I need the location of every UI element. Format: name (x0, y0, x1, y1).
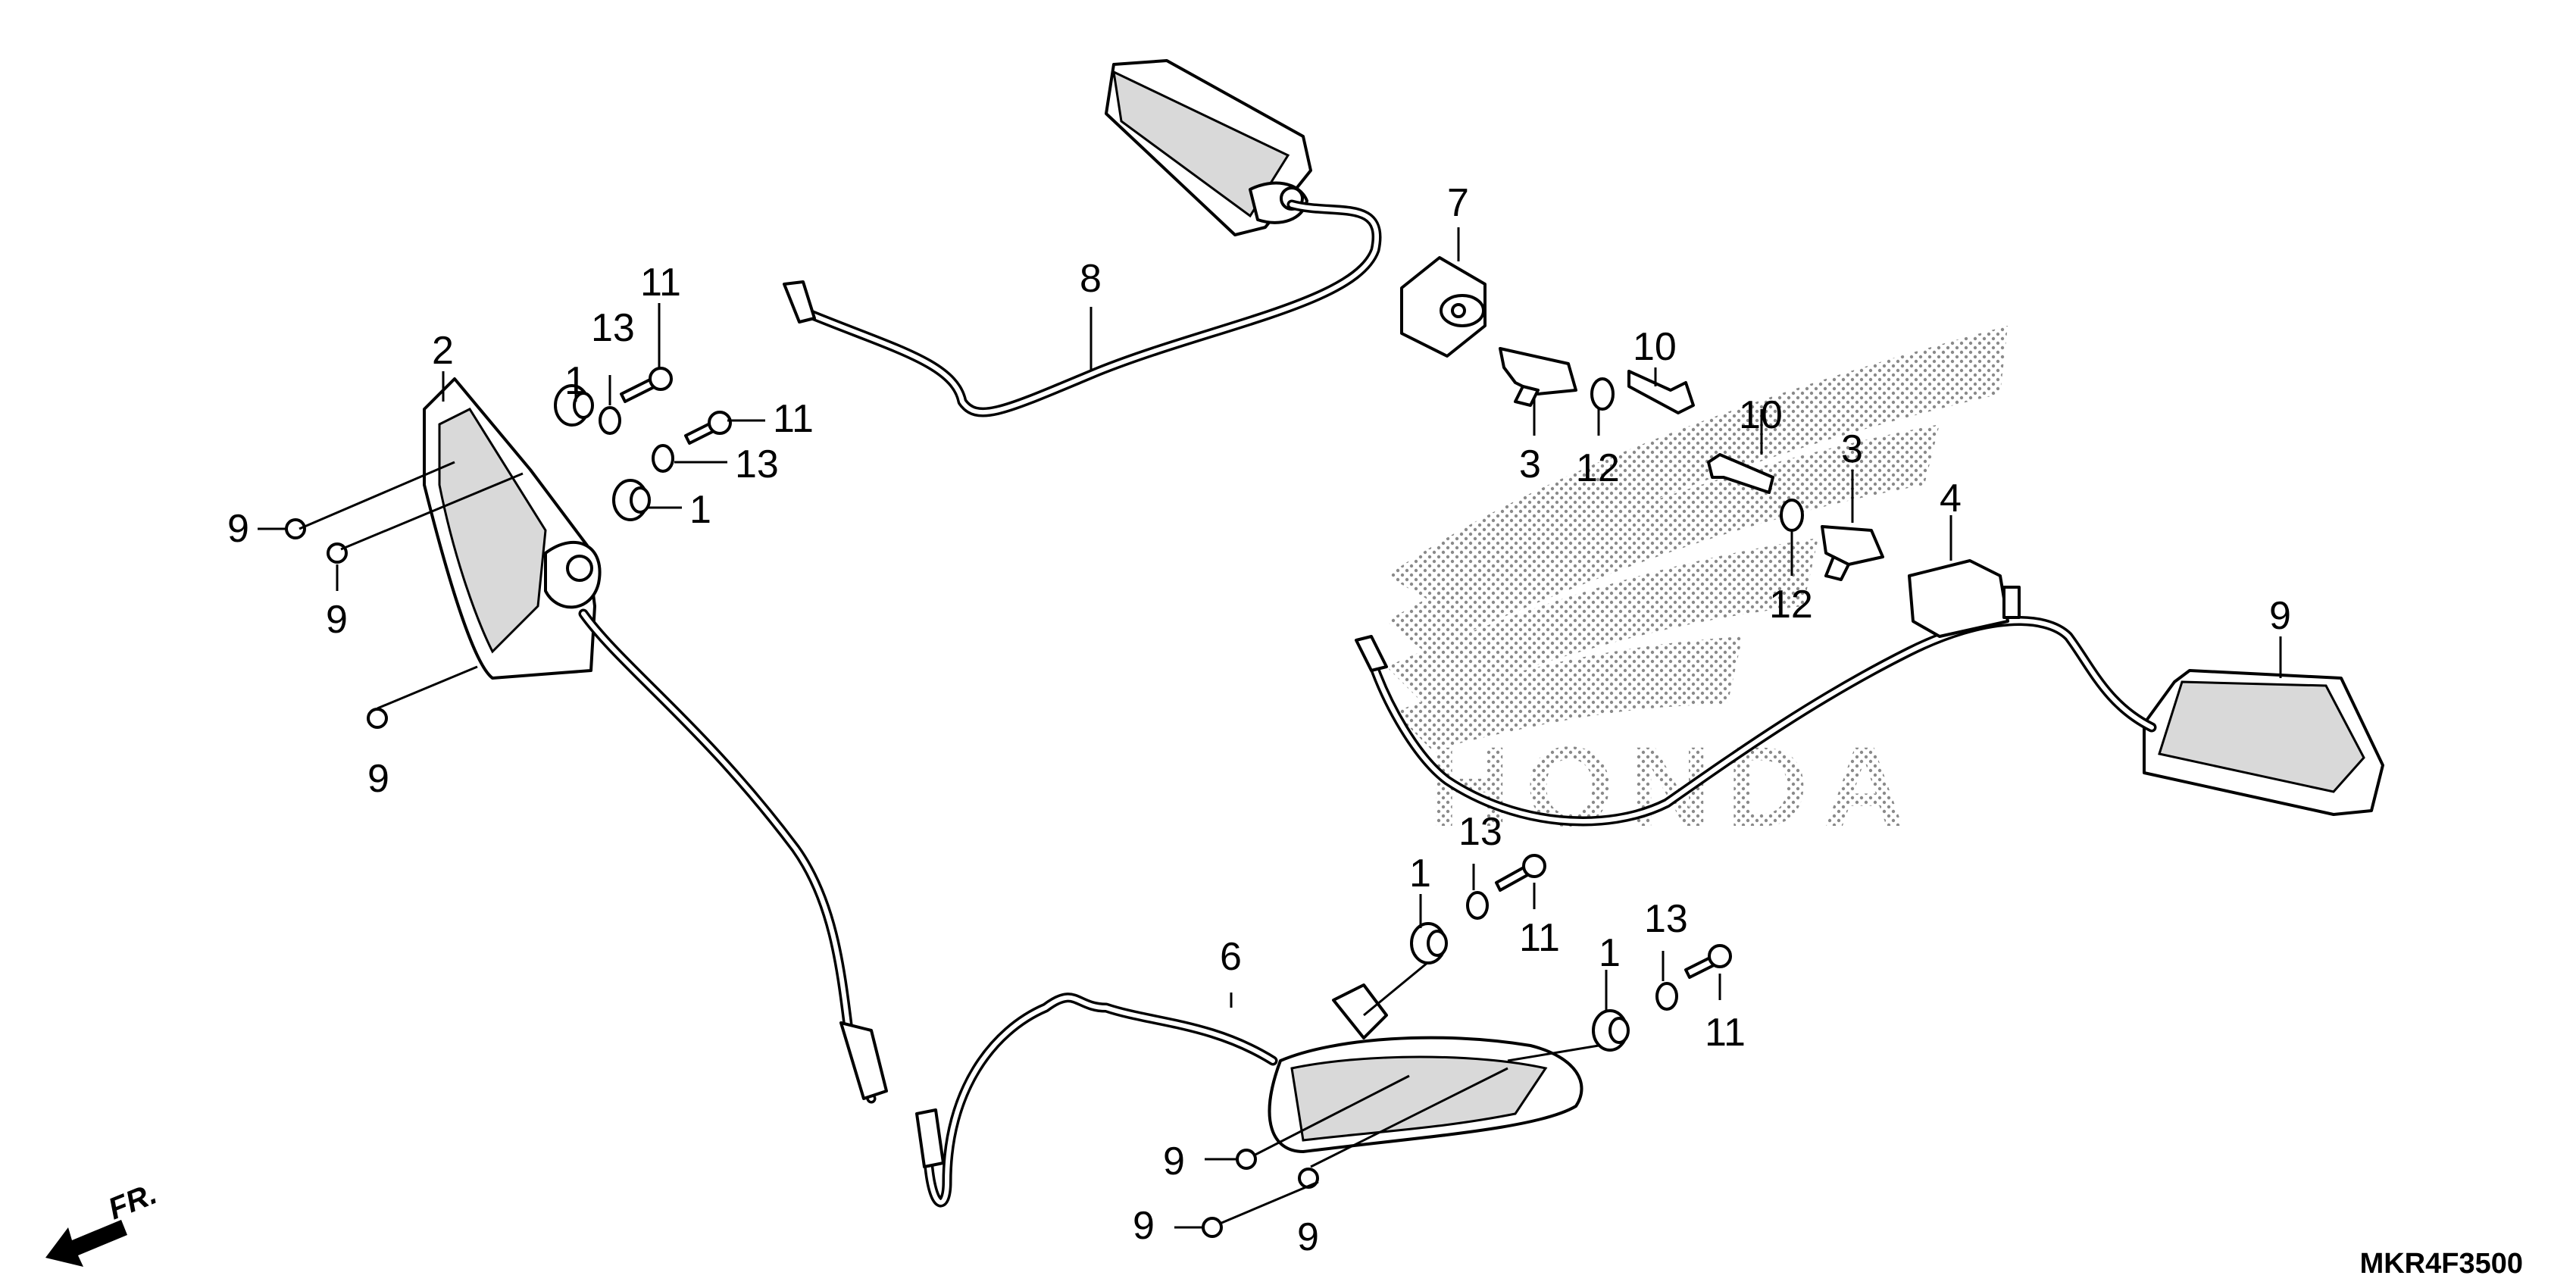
callout-1-c: 1 (1409, 852, 1431, 896)
part-11-screw-d-head (1708, 944, 1732, 968)
part-3-bracket-lower[interactable] (1821, 525, 1884, 581)
leader-lines (258, 227, 2282, 1229)
part-8-turn-signal-right[interactable] (1355, 616, 2384, 827)
callout-12-upper: 12 (1576, 446, 1620, 490)
callout-13-c: 13 (1458, 810, 1502, 854)
callout-1-b: 1 (689, 488, 711, 532)
callout-11-d: 11 (1705, 1011, 1746, 1055)
watermark-text: HONDA (1428, 723, 1921, 850)
callout-12-lower: 12 (1769, 583, 1813, 627)
part-6-grommet[interactable] (1400, 256, 1487, 358)
diagram-code: MKR4F3500 (2360, 1248, 2523, 1280)
callout-9-f: 9 (1297, 1215, 1319, 1259)
callout-1-d: 1 (1599, 931, 1621, 975)
part-11-screw-b-head (708, 411, 732, 435)
callout-3-upper: 3 (1519, 442, 1541, 486)
front-arrow-icon (45, 1220, 127, 1267)
part-2-lamp-housing[interactable] (423, 377, 888, 1104)
part-7-turn-signal-left[interactable] (783, 59, 1382, 417)
part-1-rubber-a-hole (573, 392, 594, 419)
hardware-group (285, 367, 1732, 1238)
part-9-nut-c[interactable] (367, 708, 388, 729)
part-9-nut-e[interactable] (1202, 1217, 1223, 1238)
callout-13-a: 13 (591, 306, 635, 350)
part-12-washer-upper[interactable] (1590, 377, 1615, 411)
callout-11-b: 11 (773, 397, 814, 441)
callout-10-lower: 10 (1739, 393, 1783, 437)
front-label: FR. (104, 1177, 161, 1226)
part-9-nut-d[interactable] (1236, 1149, 1257, 1170)
part-11-screw-a-head (649, 367, 673, 391)
callout-9-a: 9 (227, 507, 249, 551)
part-9-nut-b[interactable] (327, 542, 348, 564)
honda-wing-watermark: HONDA (1386, 326, 2008, 850)
callout-11-c: 11 (1519, 916, 1560, 960)
part-13-washer-c[interactable] (1466, 891, 1489, 920)
part-10-bolt-upper[interactable] (1627, 370, 1695, 414)
front-direction-indicator: FR. (45, 1177, 161, 1267)
callout-6: 7 (1447, 181, 1469, 225)
callout-3-lower: 3 (1841, 427, 1863, 471)
callout-13-b: 13 (735, 442, 779, 486)
callout-5: 6 (1220, 935, 1242, 979)
callout-4: 4 (1940, 477, 1962, 521)
callout-9-e: 9 (1133, 1204, 1155, 1248)
part-10-bolt-lower[interactable] (1707, 453, 1774, 494)
part-1-rubber-b-hole (630, 486, 651, 514)
part-5-lamp-housing[interactable] (915, 983, 1583, 1208)
part-1-rubber-c-hole (1427, 930, 1448, 957)
part-13-washer-a[interactable] (599, 406, 621, 435)
callout-9-c: 9 (367, 757, 389, 801)
part-1-rubber-d-hole (1608, 1017, 1630, 1044)
callout-11-a: 11 (640, 261, 681, 305)
callout-1-a: 1 (564, 359, 586, 403)
part-4-connector[interactable] (1908, 559, 2021, 638)
callout-9-b: 9 (326, 598, 348, 642)
part-3-bracket-upper[interactable] (1499, 347, 1577, 407)
part-12-washer-lower[interactable] (1780, 499, 1804, 532)
callout-10-upper: 10 (1633, 325, 1677, 369)
callout-8: 9 (2269, 594, 2291, 638)
callout-7: 8 (1080, 257, 1102, 301)
part-11-screw-c-head (1522, 854, 1546, 878)
part-13-washer-b[interactable] (652, 444, 674, 473)
callouts: 8 7 3 12 10 10 3 12 4 9 2 1 13 11 11 13 … (227, 181, 2291, 1259)
part-13-washer-d[interactable] (1655, 982, 1678, 1011)
callout-9-d: 9 (1163, 1140, 1185, 1183)
callout-2: 2 (432, 329, 454, 373)
callout-13-d: 13 (1644, 897, 1688, 941)
